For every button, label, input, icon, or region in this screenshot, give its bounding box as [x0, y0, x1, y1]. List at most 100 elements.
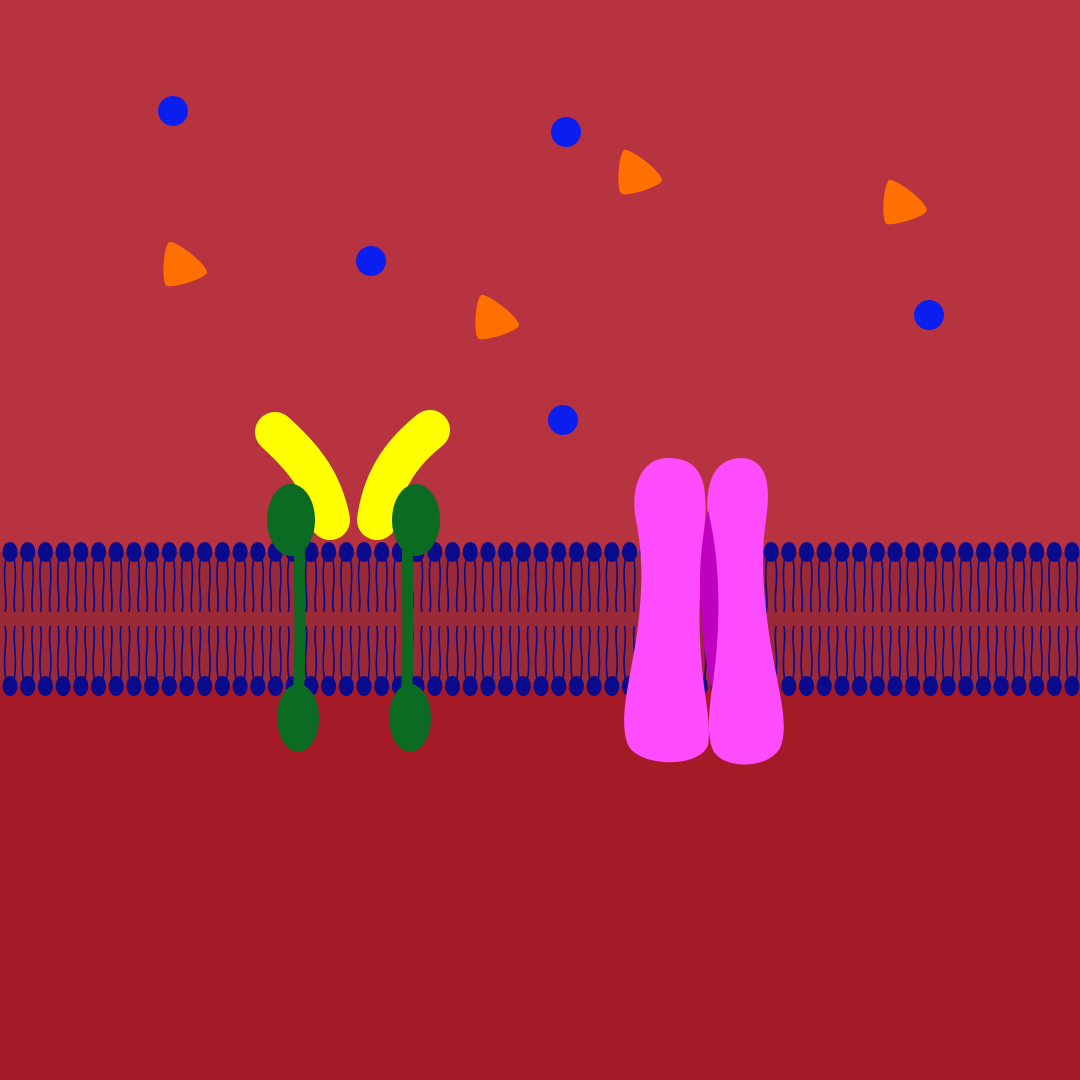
lipid-tail-upper — [3, 557, 17, 613]
lipid-head-lower — [816, 676, 832, 696]
lipid-tail-lower — [56, 625, 70, 681]
lipid-tail-upper — [587, 557, 601, 613]
lipid-tail-upper — [56, 557, 70, 613]
lipid-tail-lower — [180, 625, 194, 681]
lipid-tail-upper — [233, 557, 247, 613]
lipid-head-lower — [551, 676, 567, 696]
lipid-head-lower — [144, 676, 160, 696]
lipid-tail-upper — [375, 557, 388, 613]
receptor-right-ligand-binding-arm — [357, 410, 450, 540]
lipid-head-lower — [887, 676, 903, 696]
lipid-head-upper — [214, 542, 230, 562]
lipid-tail-upper — [198, 557, 211, 613]
lipid-head-upper — [37, 542, 53, 562]
lipid-tail-upper — [517, 557, 530, 613]
lipid-head-upper — [55, 542, 71, 562]
lipid-tail-lower — [39, 625, 52, 681]
lipid-head-lower — [940, 676, 956, 696]
ligand-triangle — [475, 294, 519, 340]
lipid-head-upper — [958, 542, 974, 562]
lipid-tail-lower — [817, 625, 831, 681]
lipid-head-upper — [976, 542, 991, 562]
lipid-head-lower — [321, 676, 337, 696]
lipid-tail-lower — [1065, 625, 1079, 681]
lipid-head-lower — [480, 676, 496, 696]
lipid-tail-lower — [428, 625, 442, 681]
lipid-head-lower — [126, 676, 142, 696]
lipid-tail-lower — [605, 625, 619, 681]
lipid-head-lower — [1011, 676, 1027, 696]
lipid-tail-lower — [941, 625, 955, 681]
lipid-tail-upper — [924, 557, 937, 613]
lipid-head-upper — [905, 542, 921, 562]
lipid-head-upper — [781, 542, 797, 562]
lipid-head-upper — [1046, 542, 1062, 562]
lipid-head-upper — [498, 542, 514, 562]
lipid-tail-lower — [800, 625, 813, 681]
lipid-head-lower — [214, 676, 230, 696]
ligand-triangle — [618, 149, 662, 195]
lipid-head-upper — [515, 542, 531, 562]
ligand-triangle — [883, 179, 927, 225]
lipid-head-lower — [533, 676, 549, 696]
lipid-head-upper — [940, 542, 956, 562]
lipid-head-lower — [374, 676, 390, 696]
lipid-tail-lower — [782, 625, 796, 681]
lipid-head-upper — [763, 542, 779, 562]
channel-pore — [699, 510, 719, 690]
lipid-tail-upper — [21, 557, 34, 613]
lipid-head-upper — [852, 542, 868, 562]
lipid-tail-lower — [92, 625, 105, 681]
ion-channel — [624, 458, 784, 765]
lipid-head-lower — [356, 676, 372, 696]
lipid-tail-lower — [375, 625, 388, 681]
lipid-tail-upper — [74, 557, 88, 613]
lipid-head-lower — [852, 676, 868, 696]
lipid-head-upper — [1011, 542, 1027, 562]
lipid-head-lower — [1046, 676, 1062, 696]
lipid-head-lower — [250, 676, 266, 696]
lipid-head-lower — [1064, 676, 1080, 696]
lipid-head-upper — [73, 542, 89, 562]
lipid-head-upper — [993, 542, 1009, 562]
lipid-head-lower — [905, 676, 921, 696]
lipid-head-upper — [816, 542, 832, 562]
lipid-tail-upper — [1030, 557, 1043, 613]
lipid-head-lower — [55, 676, 71, 696]
receptor-left-extracellular-domain — [267, 484, 315, 556]
lipid-tail-lower — [481, 625, 495, 681]
lipid-head-lower — [834, 676, 850, 696]
lipid-tail-upper — [853, 557, 866, 613]
lipid-tail-lower — [977, 625, 990, 681]
lipid-tail-upper — [906, 557, 919, 613]
lipid-head-lower — [37, 676, 53, 696]
lipid-head-lower — [445, 676, 460, 696]
lipid-head-lower — [2, 676, 18, 696]
lipid-tail-lower — [1048, 625, 1061, 681]
lipid-head-upper — [197, 542, 213, 562]
lipid-head-upper — [551, 542, 567, 562]
lipid-tail-lower — [517, 625, 530, 681]
lipid-tail-upper — [782, 557, 796, 613]
lipid-head-upper — [622, 542, 637, 562]
lipid-head-lower — [268, 676, 283, 696]
lipid-tail-upper — [428, 557, 442, 613]
channel-right-subunit — [707, 458, 784, 765]
lipid-tail-upper — [92, 557, 105, 613]
lipid-head-lower — [108, 676, 124, 696]
lipid-tail-lower — [233, 625, 247, 681]
lipid-head-upper — [480, 542, 496, 562]
lipid-tail-lower — [587, 625, 601, 681]
lipid-head-lower — [161, 676, 177, 696]
lipid-head-upper — [604, 542, 620, 562]
lipid-head-upper — [568, 542, 584, 562]
dimeric-receptor — [255, 410, 450, 752]
lipid-tail-upper — [163, 557, 176, 613]
lipid-tail-upper — [764, 557, 778, 613]
lipid-tail-upper — [605, 557, 619, 613]
lipid-head-lower — [20, 676, 36, 696]
free-ligands — [158, 96, 944, 435]
lipid-head-upper — [126, 542, 142, 562]
